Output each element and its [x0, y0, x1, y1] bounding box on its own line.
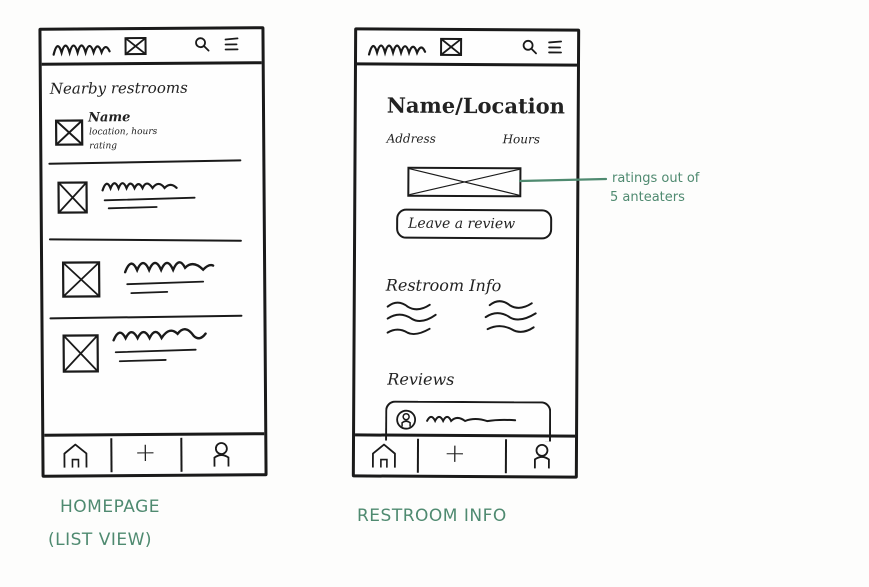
image-placeholder-icon	[54, 119, 84, 146]
rating-image-placeholder	[407, 166, 522, 198]
image-placeholder-icon	[62, 334, 99, 373]
search-icon[interactable]	[521, 38, 539, 56]
homepage-caption-subtitle: (LIST VIEW)	[48, 530, 153, 550]
nav-profile-tab[interactable]	[507, 437, 575, 475]
profile-icon	[213, 442, 230, 467]
rating-annotation-continued: 5 anteaters	[610, 190, 685, 205]
review-card[interactable]	[385, 400, 552, 442]
homepage-caption: HOMEPAGE	[60, 497, 160, 517]
logo-scribble	[52, 44, 111, 57]
logo-image-placeholder-icon	[440, 37, 463, 56]
bottom-navigation: +	[354, 433, 576, 476]
restroom-info-caption: RESTROOM INFO	[357, 506, 507, 526]
list-item[interactable]: Name location, hours rating	[41, 29, 261, 151]
list-item[interactable]	[41, 29, 261, 298]
list-item[interactable]	[41, 29, 261, 373]
profile-icon	[533, 444, 550, 469]
nav-home-tab[interactable]	[355, 436, 417, 474]
nav-profile-tab[interactable]	[182, 435, 264, 474]
menu-icon[interactable]	[545, 38, 565, 56]
info-text-placeholder-scribble	[484, 300, 537, 333]
nav-home-tab[interactable]	[44, 436, 110, 474]
list-item[interactable]	[41, 29, 261, 214]
text-placeholder-scribble	[112, 328, 207, 363]
info-text-placeholder-scribble	[386, 301, 437, 336]
home-icon	[371, 443, 396, 468]
image-placeholder-icon	[57, 181, 88, 214]
menu-icon[interactable]	[222, 35, 240, 53]
top-bar	[356, 30, 578, 67]
search-icon[interactable]	[193, 36, 211, 54]
reviewer-avatar-icon	[396, 409, 417, 430]
logo-scribble	[367, 44, 427, 57]
text-placeholder-scribble	[101, 182, 196, 210]
image-placeholder-icon	[61, 261, 101, 298]
homepage-wireframe: Nearby restrooms Name location, hours ra…	[38, 26, 268, 478]
top-bar	[41, 29, 262, 66]
text-placeholder-scribble	[123, 261, 215, 295]
restroom-info-wireframe: Name/Location Address Hours Leave a revi…	[351, 27, 581, 479]
rating-annotation: ratings out of	[612, 171, 700, 186]
home-icon	[63, 443, 88, 468]
logo-image-placeholder-icon	[124, 37, 147, 56]
bottom-navigation: +	[44, 432, 265, 475]
review-text-scribble	[426, 415, 517, 424]
